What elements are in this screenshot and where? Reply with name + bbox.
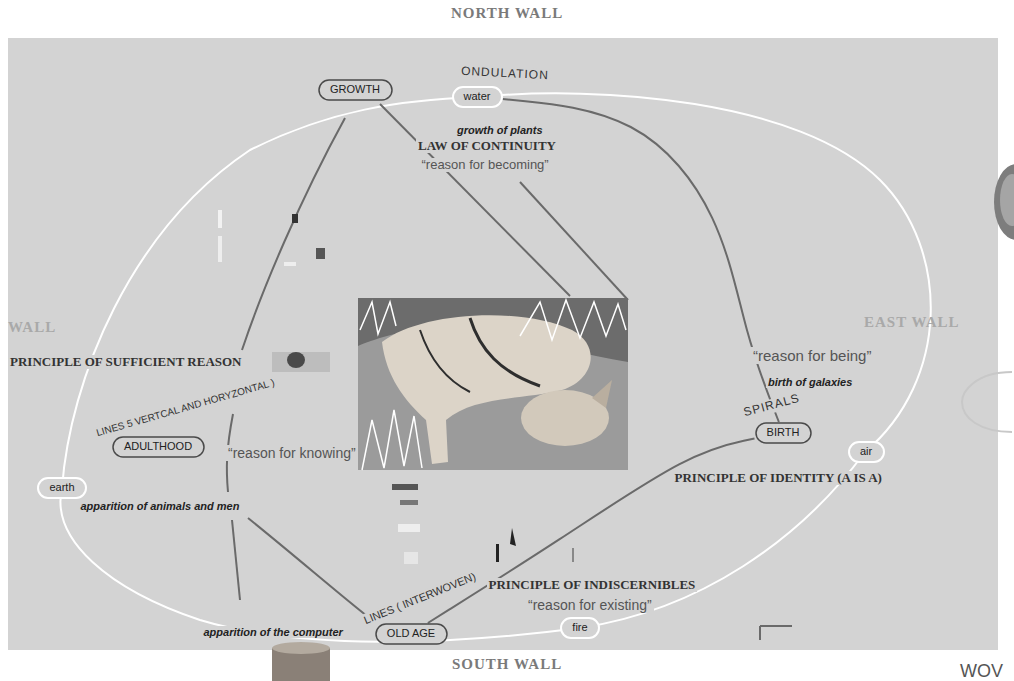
side-outline [962, 372, 1012, 432]
fragment [218, 210, 222, 228]
node-text: BIRTH [767, 426, 800, 439]
dog-photo [358, 298, 628, 470]
scribble [362, 410, 422, 470]
reason-text: “reason for knowing” [226, 445, 358, 461]
fragment [398, 524, 420, 532]
note-text: apparition of the computer [202, 626, 345, 639]
fragment [496, 544, 499, 562]
band-label: SPIRALS [740, 391, 803, 420]
stage-oval: GROWTH [318, 79, 393, 100]
grey-line [248, 518, 372, 620]
fragment [287, 352, 305, 368]
note-text: apparition of animals and men [79, 500, 242, 513]
oval-shape [319, 80, 392, 100]
fragment [292, 214, 298, 223]
oval-shape [376, 624, 447, 644]
fragment [400, 500, 418, 505]
oval-shape [849, 442, 884, 462]
note-text: birth of galaxies [766, 376, 854, 389]
grey-line [380, 104, 570, 296]
grey-line [242, 118, 345, 350]
oval-shape [113, 437, 204, 457]
dog-harness [470, 318, 540, 386]
band-label: ONDULATION [459, 65, 551, 84]
dog-ear [592, 380, 612, 408]
wall-label: EAST WALL [862, 314, 962, 331]
side-figure [1000, 174, 1014, 226]
principle-label: PRINCIPLE OF SUFFICIENT REASON [8, 355, 244, 370]
grey-line [760, 626, 792, 640]
wall-label: WALL [6, 319, 58, 336]
element-oval: water [452, 86, 503, 107]
fragment [272, 352, 330, 372]
scribble [520, 300, 626, 340]
cylinder-top [272, 642, 330, 654]
oval-shape [561, 618, 599, 638]
stage-oval: ADULTHOOD [112, 436, 205, 457]
computer-object [272, 642, 330, 681]
node-text: earth [49, 481, 75, 494]
reason-text: “reason for existing” [526, 597, 654, 613]
reason-text: “reason for becoming” [420, 158, 551, 173]
stage-oval: BIRTH [755, 422, 812, 443]
stage-oval: OLD AGE [375, 623, 448, 644]
photo-frame [358, 298, 628, 470]
element-oval: air [848, 441, 885, 462]
fragment [404, 552, 418, 564]
node-text: air [860, 445, 873, 458]
element-oval: earth [37, 477, 87, 498]
fragment [572, 548, 574, 562]
node-text: OLD AGE [387, 627, 436, 640]
scribble [360, 302, 396, 334]
fragment-label: WOV [958, 661, 1005, 681]
principle-label: PRINCIPLE OF INDISCERNIBLES [487, 578, 698, 593]
principle-label: PRINCIPLE OF IDENTITY (A IS A) [673, 471, 884, 486]
connector-line [428, 439, 755, 623]
fragment [284, 262, 296, 266]
fragment [392, 484, 418, 490]
wall-label: SOUTH WALL [450, 656, 564, 673]
lines [227, 104, 792, 640]
principle-label: LAW OF CONTINUITY [416, 139, 558, 154]
fragment [316, 248, 325, 259]
band-label: LINES ( INTERWOVEN) [360, 569, 479, 627]
oval-shape [756, 423, 811, 443]
node-text: fire [572, 621, 588, 634]
band-label: LINES 5 VERTCAL AND HORYZONTAL ) [93, 376, 278, 439]
node-text: GROWTH [330, 83, 381, 96]
element-oval: fire [560, 617, 600, 638]
grey-line [232, 520, 240, 600]
grey-line [520, 182, 628, 300]
node-text: ADULTHOOD [124, 440, 193, 453]
node-text: water [464, 90, 491, 103]
wall-label: NORTH WALL [449, 5, 565, 22]
side-figure [994, 164, 1014, 240]
reason-text: “reason for being” [751, 347, 873, 364]
fragment [510, 528, 516, 546]
note-text: growth of plants [455, 124, 545, 137]
wall-ground [8, 38, 998, 650]
dog-harness [420, 330, 470, 392]
fragment [218, 236, 222, 262]
oval-shape [38, 478, 86, 498]
oval-shape [453, 87, 502, 107]
